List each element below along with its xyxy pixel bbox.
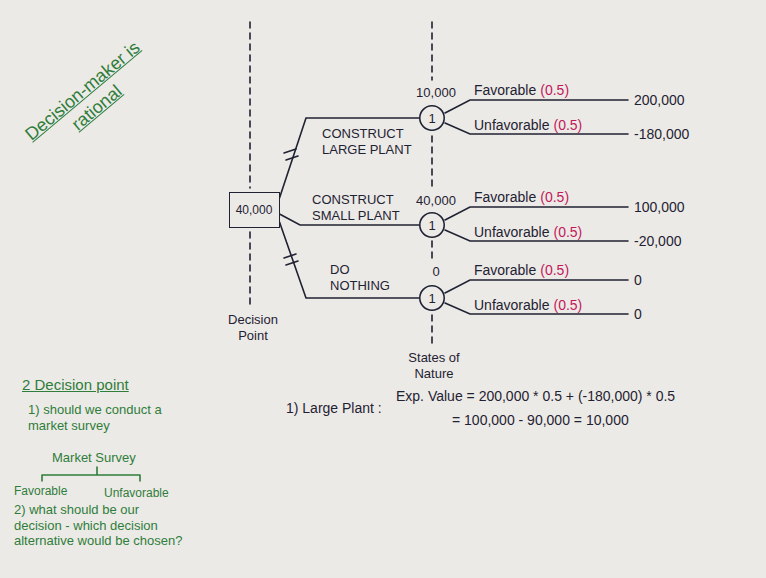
payoff: 0 xyxy=(634,272,642,289)
note-text: Unfavorable xyxy=(104,486,169,500)
branch-line xyxy=(280,118,420,198)
payoff: -180,000 xyxy=(634,126,689,143)
calculation-text: Exp. Value = 200,000 * 0.5 + (-180,000) … xyxy=(396,388,675,405)
probability: (0.5) xyxy=(554,297,583,314)
node-text: 1 xyxy=(428,291,435,306)
circle-shape xyxy=(420,213,444,237)
calculation-text: = 100,000 - 90,000 = 10,000 xyxy=(452,412,629,429)
payoff: 100,000 xyxy=(634,199,685,216)
probability: (0.5) xyxy=(554,117,583,134)
probability: (0.5) xyxy=(540,189,569,206)
state-label: Favorable xyxy=(474,82,536,99)
payoff: 200,000 xyxy=(634,92,685,109)
state-label: Favorable xyxy=(474,262,536,279)
circle-shape xyxy=(420,106,444,130)
expected-value: 40,000 xyxy=(416,193,456,209)
node-text: 1 xyxy=(428,218,435,233)
decision-point-line xyxy=(249,22,251,306)
note-text: 1) should we conduct a market survey xyxy=(28,402,168,433)
note-text: 2) what should be our decision - which d… xyxy=(14,502,184,549)
edge-label: CONSTRUCT LARGE PLANT xyxy=(322,126,414,157)
axis-label: Decision Point xyxy=(220,312,286,343)
state-label: Favorable xyxy=(474,189,536,206)
probability: (0.5) xyxy=(554,224,583,241)
probability: (0.5) xyxy=(540,262,569,279)
branch-line xyxy=(280,222,420,298)
note-text: Decision-maker is rational xyxy=(15,32,165,168)
axis-label: States of Nature xyxy=(400,350,468,381)
payoff: -20,000 xyxy=(634,233,681,250)
chance-node: 1 xyxy=(419,105,445,131)
chance-node: 1 xyxy=(419,285,445,311)
note-text: Market Survey xyxy=(52,450,136,466)
calculation-text: 1) Large Plant : xyxy=(286,400,382,417)
outcome-branch xyxy=(445,207,628,220)
edge-label: DO NOTHING xyxy=(330,262,410,293)
edge-label: CONSTRUCT SMALL PLANT xyxy=(312,192,404,223)
outcome-branch xyxy=(445,100,628,113)
state-label: Unfavorable xyxy=(474,224,550,241)
outcome-branch xyxy=(445,280,628,293)
note-heading: 2 Decision point xyxy=(22,376,129,394)
payoff: 0 xyxy=(634,306,642,323)
decision-box: 40,000 xyxy=(229,192,280,228)
survey-tree xyxy=(42,467,140,481)
chance-node: 1 xyxy=(419,212,445,238)
state-label: Unfavorable xyxy=(474,117,550,134)
expected-value: 0 xyxy=(432,264,439,280)
expected-value: 10,000 xyxy=(416,85,456,101)
circle-shape xyxy=(420,286,444,310)
node-text: 1 xyxy=(428,111,435,126)
state-label: Unfavorable xyxy=(474,297,550,314)
node-text: 40,000 xyxy=(236,203,273,217)
note-text: Favorable xyxy=(14,484,67,498)
probability: (0.5) xyxy=(540,82,569,99)
